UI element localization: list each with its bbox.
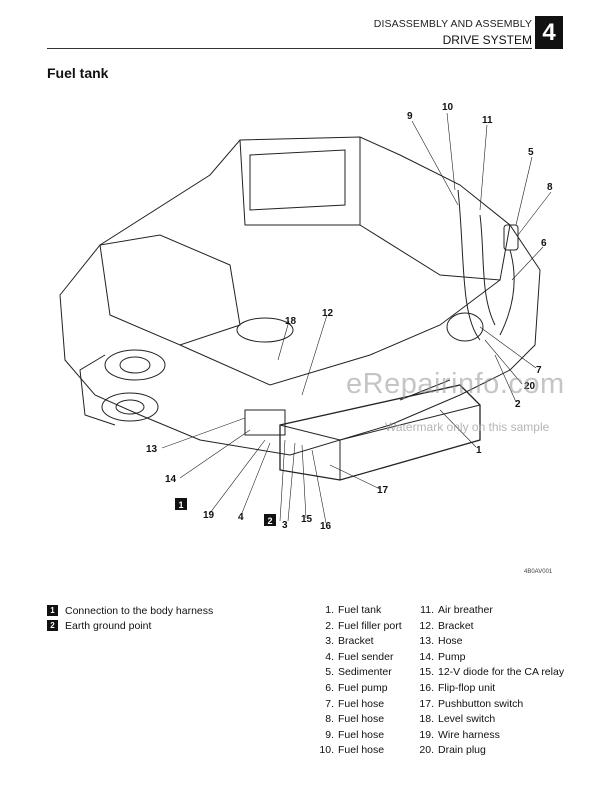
part-item: 13.Hose [419,635,463,648]
watermark-note: Watermark only on this sample [385,420,550,434]
fuel-tank-exploded-diagram: 10 9 11 5 8 6 18 12 7 20 2 1 13 14 17 1 … [59,102,553,532]
parts-list-column-1: 1.Fuel tank 2.Fuel filler port 3.Bracket… [310,604,402,760]
part-item: 14.Pump [419,650,466,663]
legend-key-item: 2 Earth ground point [47,618,213,633]
header-chapter-name: DRIVE SYSTEM [442,33,532,47]
part-item: 19.Wire harness [419,728,500,741]
fuel-hose-short [479,214,496,326]
callout-badge-1: 1 [175,498,187,510]
callout-15: 15 [301,514,313,525]
part-item: 20.Drain plug [419,744,486,757]
part-item: 3.Bracket [325,635,374,648]
cab-frame [239,137,361,226]
chapter-number-badge: 4 [535,16,563,49]
header-section-label: DISASSEMBLY AND ASSEMBLY [373,18,532,30]
legend-text: Connection to the body harness [65,604,214,617]
slew-ring [236,317,294,343]
part-item: 1.Fuel tank [325,604,382,616]
swing-boss-upper-inner [119,356,151,374]
legend-text: Earth ground point [65,619,152,632]
callout-3: 3 [282,520,288,531]
figure-code: 4B0AV001 [524,569,553,575]
filler-port [446,312,484,342]
legend-key-item: 1 Connection to the body harness [47,603,213,618]
part-item: 16.Flip-flop unit [419,681,496,694]
part-item: 15.12-V diode for the CA relay [419,666,565,679]
part-item: 9.Fuel hose [325,728,385,741]
callout-8: 8 [547,182,553,193]
callout-17: 17 [377,485,389,496]
svg-text:1: 1 [178,500,183,510]
part-item: 17.Pushbutton switch [419,697,524,710]
header-divider [47,48,532,49]
part-item: 7.Fuel hose [325,697,385,710]
watermark-brand: eRepairinfo.com [346,368,565,400]
parts-list-column-2: 11.Air breather 12.Bracket 13.Hose 14.Pu… [410,604,564,760]
part-item: 12.Bracket [419,619,474,632]
inner-frame [179,279,501,386]
callout-19: 19 [203,510,215,521]
callout-1: 1 [476,445,482,456]
swing-arm [79,354,116,426]
callout-14: 14 [165,474,177,485]
sedimenter [503,224,519,251]
section-title: Fuel tank [47,65,109,81]
part-item: 4.Fuel sender [325,650,394,663]
fuel-line [399,379,451,401]
callout-4: 4 [238,512,244,523]
swing-boss-lower [101,392,159,422]
part-item: 6.Fuel pump [325,681,388,694]
part-item: 8.Fuel hose [325,713,385,726]
part-item: 18.Level switch [419,713,496,726]
svg-text:2: 2 [267,516,272,526]
callout-13: 13 [146,444,158,455]
left-deck [99,234,241,346]
part-item: 11.Air breather [420,604,493,616]
right-deck [359,224,511,281]
fuel-tank-body [279,384,481,481]
callout-12: 12 [322,308,334,319]
callout-20: 20 [524,381,536,392]
callout-11: 11 [482,115,493,126]
part-item: 10.Fuel hose [319,744,385,757]
callout-18: 18 [285,316,297,327]
fuel-hose-long [457,189,481,341]
fuel-hose-pump [499,249,515,336]
callout-5: 5 [528,147,534,158]
callout-2: 2 [515,399,521,410]
legend-key: 1 Connection to the body harness 2 Earth… [47,603,213,633]
callout-7: 7 [536,365,542,376]
cab-window [249,149,346,211]
swing-boss-upper [104,349,166,381]
legend-badge: 2 [47,620,58,631]
callout-16: 16 [320,521,332,532]
swing-boss-lower-inner [115,399,145,415]
machine-body-outline [59,136,541,456]
callout-9: 9 [407,111,413,122]
legend-badge: 1 [47,605,58,616]
part-item: 5.Sedimenter [325,666,392,679]
part-item: 2.Fuel filler port [325,619,402,632]
pump-unit [244,409,286,436]
callout-badge-2: 2 [264,514,276,526]
callout-6: 6 [541,238,547,249]
callout-10: 10 [442,102,454,113]
